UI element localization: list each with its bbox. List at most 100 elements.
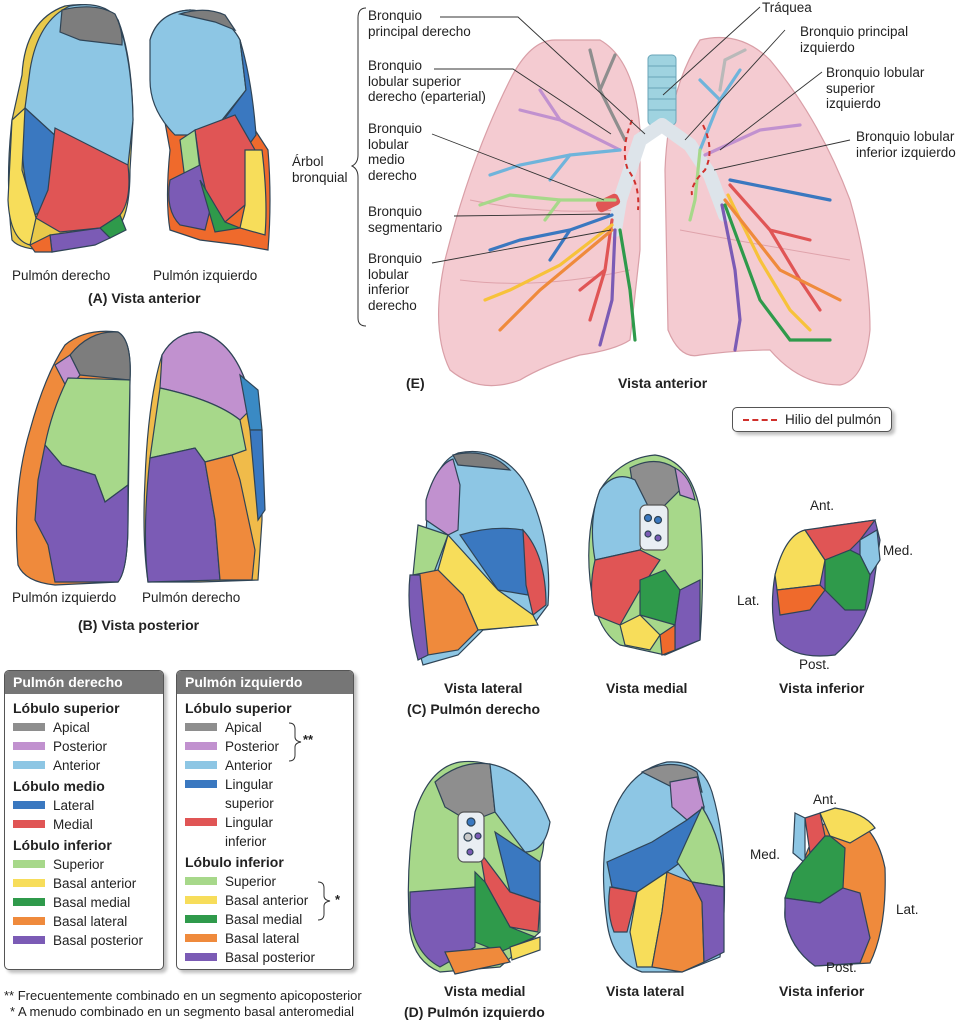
panel-c-view-inferior: Vista inferior [779,680,865,696]
legend-item-anterior: Anterior [185,756,345,775]
annotation-bronquio-lobular-inferior-izquierdo: Bronquio lobular inferior izquierdo [856,129,956,160]
arbol-bronquial-text: Árbol bronquial [292,154,348,185]
panel-c-right-lung-medial [588,454,704,656]
line: Bronquio lobular [826,65,925,80]
arbol-bronquial-label: Árbol bronquial [292,154,352,185]
swatch-basal-medial [185,915,217,923]
line: superior [826,80,875,96]
legend-section-title: Lóbulo superior [13,700,120,716]
line: izquierdo [826,96,881,111]
annotation-bronquio-lobular-medio-derecho: Bronquio lobular medio derecho [368,121,422,183]
panel-b-left-lung-label: Pulmón izquierdo [12,590,117,605]
panel-c-view-medial: Vista medial [606,680,688,696]
legend-item-label: Apical [53,720,90,735]
legend-item-posterior: Posterior [185,737,345,756]
line: Bronquio principal [800,24,909,39]
line: lobular [368,266,409,282]
hilio-legend-label: Hilio del pulmón [785,412,882,427]
legend-item-basal-posterior: Basal posterior [13,931,155,950]
legend-item-basal-lateral: Basal lateral [185,929,345,948]
line: Bronquio lobular [856,129,955,144]
legend-section-title: Lóbulo medio [13,778,105,794]
line: Bronquio [368,8,423,23]
panel-c-view-lateral: Vista lateral [444,680,523,696]
double-star-mark: ** [303,732,314,747]
panel-b-caption: (B) Vista posterior [78,617,200,633]
line: segmentario [368,219,443,235]
legend-item-superior: Superior [185,872,345,891]
right-lung-posterior [143,331,266,583]
swatch-basal-lateral [13,917,45,925]
line: Bronquio [368,121,423,136]
line: derecho (eparterial) [368,89,486,104]
line: Bronquio [368,251,423,266]
legend-item-label: Basal lateral [53,914,128,929]
swatch-anterior [13,761,45,769]
left-hilum-dashed [690,124,711,196]
legend-item-label: Lateral [53,798,95,813]
panel-a-anterior-lungs-illustration [7,4,271,253]
right-lung-anterior [7,4,134,253]
panel-c-right-lung-lateral [408,450,550,666]
panel-c-dir-post: Post. [799,657,830,672]
annotation-bronquio-principal-derecho: Bronquio principal derecho [368,8,471,39]
legend-item-label: Medial [53,817,93,832]
annotation-bronquio-principal-izquierdo: Bronquio principal izquierdo [800,24,908,55]
legend-item-label: Basal medial [53,895,131,910]
legend-item-label: Basal medial [225,912,303,927]
dashed-line-icon [743,418,777,421]
swatch-basal-posterior [185,953,217,961]
legend-section-title: Lóbulo superior [185,700,292,716]
legend-item-basal-anterior: Basal anterior [185,891,345,910]
panel-e-letter: (E) [406,375,425,391]
swatch-basal-anterior [13,879,45,887]
legend-item-medial: Medial [13,815,155,834]
swatch-anterior [185,761,217,769]
swatch-basal-anterior [185,896,217,904]
panel-c-caption: (C) Pulmón derecho [407,701,541,717]
swatch-apical [13,723,45,731]
panel-d-view-inferior: Vista inferior [779,983,865,999]
panel-d-left-lung-lateral [602,761,726,973]
legend-item-lingular-inferior: Lingular inferior [185,813,345,851]
panel-d-view-lateral: Vista lateral [606,983,685,999]
legend-item-lingular-superior: Lingular superior [185,775,345,813]
line: medio [368,152,405,167]
panel-d-left-lung-inferior [784,807,886,967]
panel-d-left-lung-medial [407,760,551,975]
swatch-lateral [13,801,45,809]
left-lung-posterior [15,330,131,586]
swatch-basal-lateral [185,934,217,942]
swatch-basal-medial [13,898,45,906]
legend-item-basal-anterior: Basal anterior [13,874,155,893]
panel-d-dir-med: Med. [750,847,781,862]
legend-item-label: Basal posterior [225,950,316,965]
swatch-apical [185,723,217,731]
annotation-bronquio-lobular-superior-izquierdo: Bronquio lobular superior izquierdo [826,65,924,112]
footnote-apicoposterior: ** Frecuentemente combinado en un segmen… [4,988,362,1003]
hilio-legend: Hilio del pulmón [732,407,893,432]
line: Bronquio [368,58,423,73]
legend-item-label: Basal anterior [53,876,137,891]
line: inferior [368,282,410,297]
line: derecho [368,167,417,183]
left-lung-outline [664,36,871,386]
swatch-superior [185,877,217,885]
swatch-basal-posterior [13,936,45,944]
swatch-medial [13,820,45,828]
legend-item-basal-medial: Basal medial [185,910,345,929]
swatch-lingular-inferior [185,818,217,826]
legend-item-anterior: Anterior [13,756,155,775]
line: derecho [368,297,417,313]
panel-b-posterior-lungs-illustration [15,330,266,586]
panel-a-right-lung-label: Pulmón derecho [12,268,111,283]
panel-e-bronchial-tree-illustration [350,6,871,387]
legend-item-posterior: Posterior [13,737,155,756]
left-lung-anterior [149,9,271,251]
legend-item-label: Basal posterior [53,933,144,948]
legend-right-lung: Pulmón derecho Lóbulo superior Apical Po… [4,670,164,970]
panel-e-caption: Vista anterior [618,375,708,391]
legend-item-label: Superior [53,857,105,872]
panel-c-dir-med: Med. [883,543,914,558]
single-star-mark: * [335,892,341,907]
